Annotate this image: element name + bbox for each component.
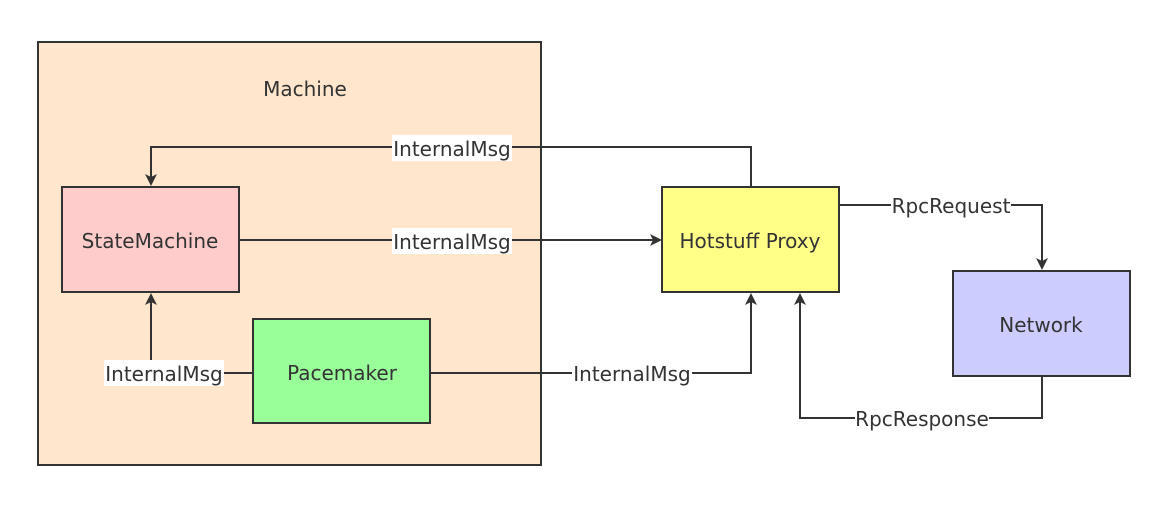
edge-label-pacemaker-to-proxy: InternalMsg xyxy=(573,362,690,386)
proxy-label: Hotstuff Proxy xyxy=(680,229,821,253)
edge-label-bg xyxy=(392,228,512,254)
network-label: Network xyxy=(999,313,1083,337)
edge-label-statemachine-to-proxy: InternalMsg xyxy=(393,230,510,254)
edge-label-bg xyxy=(891,192,1011,218)
edge-label-proxy-to-network: RpcRequest xyxy=(892,194,1011,218)
edge-label-bg xyxy=(855,405,989,431)
edge-label-bg xyxy=(392,135,512,161)
pacemaker-label: Pacemaker xyxy=(287,361,398,385)
statemachine-label: StateMachine xyxy=(82,229,219,253)
edge-pacemaker-to-proxy xyxy=(430,293,757,374)
statemachine-node xyxy=(61,186,240,293)
network-node xyxy=(952,270,1131,377)
edge-label-pacemaker-to-statemachine: InternalMsg xyxy=(105,362,222,386)
edge-label-network-to-proxy: RpcResponse xyxy=(855,407,989,431)
machine-title: Machine xyxy=(263,77,347,101)
pacemaker-node xyxy=(252,318,431,424)
proxy-node xyxy=(661,186,840,293)
edge-label-proxy-to-statemachine: InternalMsg xyxy=(393,137,510,161)
edge-label-bg xyxy=(104,360,224,386)
edge-label-bg xyxy=(572,360,692,386)
